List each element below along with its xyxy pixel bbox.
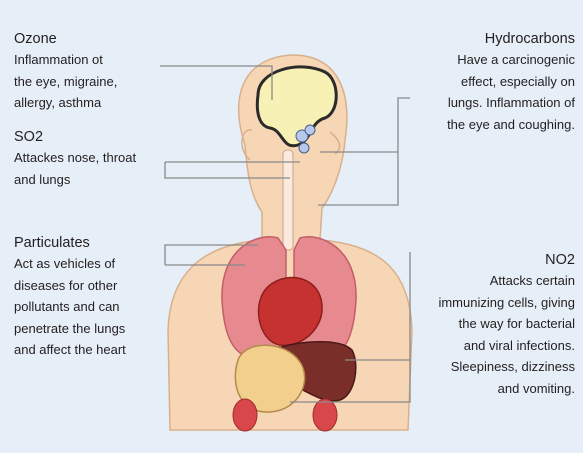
- no2-annotation: NO2 Attacks certain immunizing cells, gi…: [438, 250, 575, 399]
- no2-line-4: and viral infections.: [438, 335, 575, 357]
- particulates-line-2: diseases for other: [14, 275, 126, 297]
- hydrocarbons-line-2: effect, especially on: [447, 71, 575, 93]
- no2-line-5: Sleepiness, dizziness: [438, 356, 575, 378]
- no2-line-6: and vomiting.: [438, 378, 575, 400]
- so2-line-1: Attackes nose, throat: [14, 147, 136, 169]
- ozone-line-1: Inflammation ot: [14, 49, 117, 71]
- hydrocarbons-title: Hydrocarbons: [447, 29, 575, 49]
- hydrocarbons-annotation: Hydrocarbons Have a carcinogenic effect,…: [447, 29, 575, 135]
- particulates-description: Act as vehicles of diseases for other po…: [14, 253, 126, 361]
- trachea: [283, 150, 293, 250]
- so2-title: SO2: [14, 127, 136, 147]
- ozone-annotation: Ozone Inflammation ot the eye, migraine,…: [14, 29, 117, 114]
- no2-description: Attacks certain immunizing cells, giving…: [438, 270, 575, 399]
- hydrocarbons-line-3: lungs. Inflammation of: [447, 92, 575, 114]
- particulates-line-4: penetrate the lungs: [14, 318, 126, 340]
- particulates-line-5: and affect the heart: [14, 339, 126, 361]
- no2-line-2: immunizing cells, giving: [438, 292, 575, 314]
- ozone-line-3: allergy, asthma: [14, 92, 117, 114]
- ozone-line-2: the eye, migraine,: [14, 71, 117, 93]
- ozone-description: Inflammation ot the eye, migraine, aller…: [14, 49, 117, 114]
- hydrocarbons-line-4: the eye and coughing.: [447, 114, 575, 136]
- hydrocarbons-description: Have a carcinogenic effect, especially o…: [447, 49, 575, 135]
- so2-line-2: and lungs: [14, 169, 136, 191]
- ozone-title: Ozone: [14, 29, 117, 49]
- so2-description: Attackes nose, throat and lungs: [14, 147, 136, 190]
- particulates-line-3: pollutants and can: [14, 296, 126, 318]
- hydrocarbons-line-1: Have a carcinogenic: [447, 49, 575, 71]
- no2-line-3: the way for bacterial: [438, 313, 575, 335]
- left-kidney: [233, 399, 257, 431]
- particulates-line-1: Act as vehicles of: [14, 253, 126, 275]
- no2-title: NO2: [438, 250, 575, 270]
- no2-line-1: Attacks certain: [438, 270, 575, 292]
- particulates-title: Particulates: [14, 233, 126, 253]
- so2-annotation: SO2 Attackes nose, throat and lungs: [14, 127, 136, 190]
- particulates-annotation: Particulates Act as vehicles of diseases…: [14, 233, 126, 361]
- right-kidney: [313, 399, 337, 431]
